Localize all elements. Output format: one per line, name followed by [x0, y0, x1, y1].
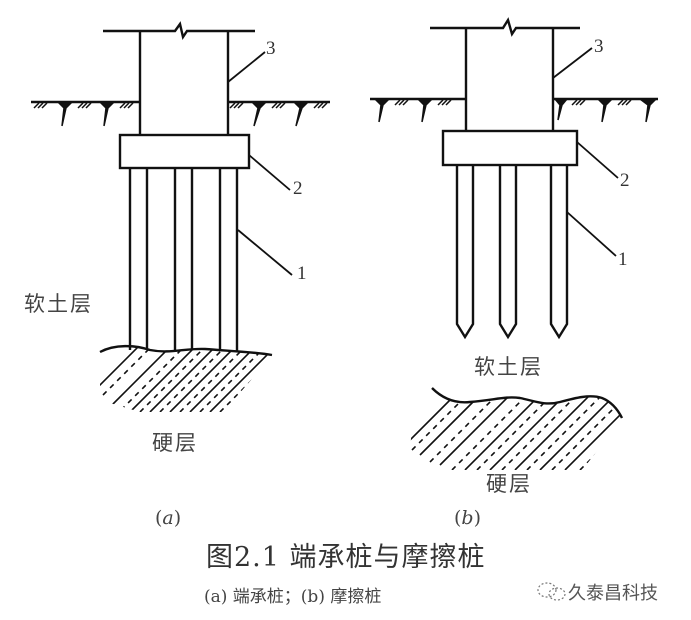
callout-3-b: 3 [594, 36, 604, 57]
pile-a-1 [128, 168, 149, 350]
pile-a-2 [173, 168, 194, 351]
pile-a-3 [218, 168, 239, 352]
hard-layer-label-b: 硬层 [486, 472, 532, 496]
pile-b-1 [455, 165, 475, 340]
panel-b-label-letter: b [461, 507, 474, 529]
break-line-a [103, 21, 255, 40]
panel-b-label: (b) [454, 507, 481, 529]
callout-2-b: 2 [620, 170, 630, 191]
column-a [138, 31, 230, 134]
panel-b [370, 17, 658, 470]
panel-b-label-close: ) [473, 507, 482, 529]
break-line-b [430, 17, 580, 37]
panel-b-label-open: ( [454, 507, 462, 529]
ground-hatch-b [373, 98, 658, 123]
panel-a-label: (a) [155, 507, 181, 529]
panel-a-label-close: ) [173, 507, 182, 529]
leader-1-b [566, 211, 617, 257]
watermark-text: 久泰昌科技 [568, 583, 658, 604]
leader-2-a [248, 154, 291, 191]
callout-1-a: 1 [297, 263, 307, 284]
panel-a [31, 21, 330, 412]
callout-3-a: 3 [266, 38, 276, 59]
hard-layer-surface-a [99, 344, 273, 357]
pile-cap-a [118, 133, 251, 170]
pile-b-3 [549, 165, 569, 340]
leader-2-b [576, 141, 619, 179]
callout-1-b: 1 [618, 249, 628, 270]
ground-hatch-a [33, 101, 328, 127]
figure-caption: (a) 端承桩；(b) 摩擦桩 [204, 587, 382, 607]
hard-layer-surface-b [431, 387, 624, 419]
wechat-icon [537, 582, 566, 601]
soft-layer-label-b: 软土层 [474, 355, 543, 379]
figure-title: 图2.1 端承桩与摩擦桩 [206, 542, 486, 573]
leader-3-b [552, 47, 593, 79]
pile-b-2 [498, 165, 518, 340]
callout-2-a: 2 [293, 178, 303, 199]
leader-1-a [237, 229, 293, 276]
column-b [464, 28, 555, 131]
leader-3-a [227, 51, 266, 83]
soft-layer-label-a: 软土层 [24, 292, 93, 316]
hard-layer-hatch-a [100, 346, 272, 412]
panel-a-label-letter: a [162, 507, 174, 529]
piles-a [128, 168, 239, 352]
hard-layer-hatch-b [410, 389, 622, 470]
hard-layer-label-a: 硬层 [152, 431, 198, 455]
pile-cap-b [441, 129, 579, 167]
panel-a-label-open: ( [155, 507, 163, 529]
piles-b [455, 165, 569, 340]
